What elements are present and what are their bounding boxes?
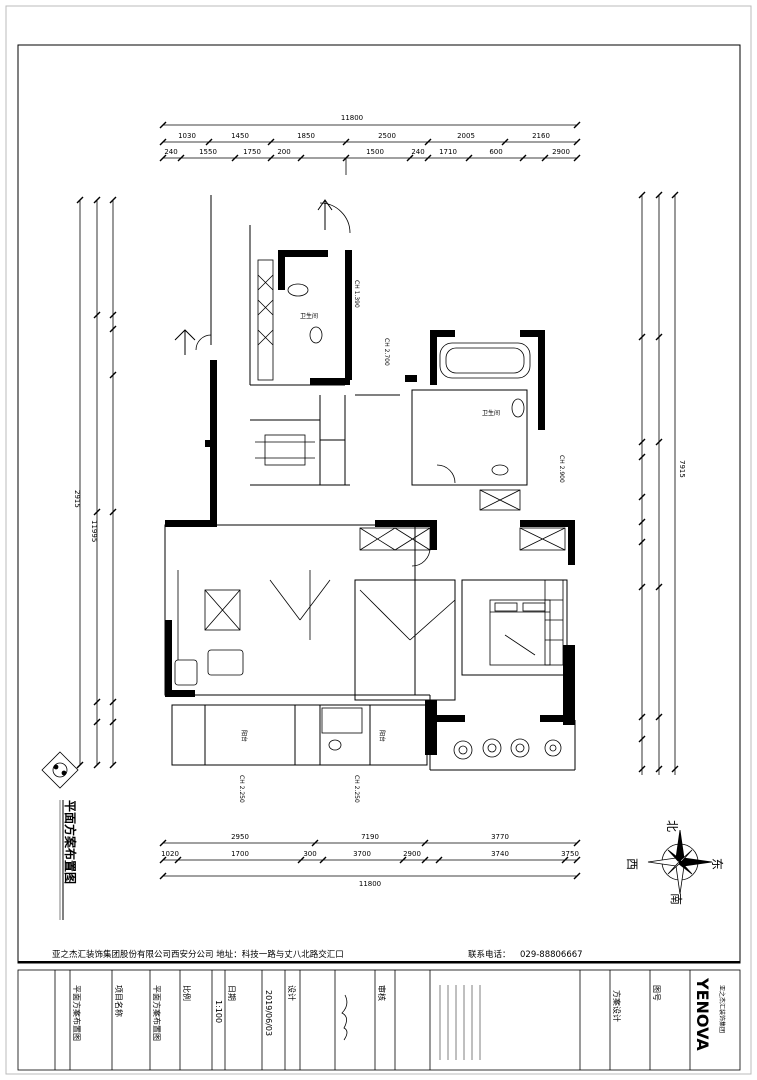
floor-plan: 卫生间 卫生间 阳台 阳台 CH 1.390 CH 2.700 CH 2.900…: [164, 195, 576, 803]
tb-scale: 1:100: [214, 1000, 223, 1023]
compass-north: 北: [665, 820, 679, 832]
bottom-dim: 3700: [353, 850, 371, 858]
top-dim: 2005: [457, 132, 475, 140]
top-dim: 2500: [378, 132, 396, 140]
compass-west: 西: [625, 858, 639, 870]
tb-project: 平面方案布置图: [152, 985, 162, 1041]
brand-subtitle: 亚之杰汇装饰集团: [718, 985, 726, 1033]
tb-date-label: 日期: [227, 985, 236, 1001]
bottom-dim: 2950: [231, 833, 249, 841]
compass-east: 东: [710, 858, 724, 870]
drawing-frame: [17, 44, 741, 964]
bottom-overall-dim: 11800: [359, 880, 381, 888]
right-overall-dim: 7915: [678, 460, 686, 478]
room-label: 卫生间: [300, 312, 318, 320]
legal-fine-print: [439, 985, 481, 1060]
top-dim: 1450: [231, 132, 249, 140]
ceiling-note: CH 2.250: [238, 775, 245, 803]
signature-designer: [341, 994, 348, 1041]
north-symbol-small-icon: [41, 751, 79, 789]
tb-stage: 方案设计: [612, 990, 622, 1022]
top-dim: 240: [164, 148, 177, 156]
ceiling-note: CH 2.900: [558, 455, 565, 483]
drawing-title: 平面方案布置图: [63, 800, 78, 884]
right-dimension-chains: [638, 191, 679, 775]
tb-sheet-label: 图号: [652, 985, 661, 1001]
top-dim: 1500: [366, 148, 384, 156]
tb-designer-label: 设计: [287, 985, 297, 1001]
brand-logo: YENOVA: [693, 977, 712, 1051]
ceiling-note: CH 2.700: [383, 338, 390, 366]
compass-rose-icon: [647, 829, 713, 895]
tb-drawing-name: 平面方案布置图: [72, 985, 82, 1041]
left-overall-dim: 11995: [90, 520, 98, 542]
top-dim: 1550: [199, 148, 217, 156]
top-dim: 2900: [552, 148, 570, 156]
top-overall-dim: 11800: [341, 114, 363, 122]
tb-date: 2019/06/03: [264, 990, 273, 1036]
tb-scale-label: 比例: [182, 985, 192, 1001]
left-dimension-chains: [76, 196, 117, 769]
title-block: [17, 969, 741, 1071]
bottom-dim: 1020: [161, 850, 179, 858]
bottom-dim: 2900: [403, 850, 421, 858]
drawing-title-block-left: 平面方案布置图: [59, 800, 78, 920]
top-dimension-chains: [159, 121, 581, 175]
bottom-dim: 300: [303, 850, 316, 858]
bottom-dim: 3750: [561, 850, 579, 858]
tb-project-label: 项目名称: [114, 985, 124, 1017]
room-label: 阳台: [240, 730, 248, 742]
room-label: 卫生间: [482, 409, 500, 417]
top-dim: 2160: [532, 132, 550, 140]
top-dim: 200: [277, 148, 290, 156]
bottom-dimension-chains: [159, 839, 581, 880]
tb-checker-label: 审核: [377, 985, 387, 1001]
ceiling-note: CH 1.390: [353, 280, 360, 308]
ceiling-note: CH 2.250: [353, 775, 360, 803]
phone-label: 联系电话：: [468, 949, 511, 960]
phone-number: 029-88806667: [520, 950, 583, 960]
top-dim: 240: [411, 148, 424, 156]
bottom-dim: 1700: [231, 850, 249, 858]
top-dim: 1850: [297, 132, 315, 140]
top-dim: 1750: [243, 148, 261, 156]
top-dim: 1710: [439, 148, 457, 156]
bottom-dim: 3770: [491, 833, 509, 841]
company-address: 亚之杰汇装饰集团股份有限公司西安分公司 地址：科技一路与丈八北路交汇口: [52, 949, 344, 960]
top-dim: 1030: [178, 132, 196, 140]
top-dim: 600: [489, 148, 502, 156]
bottom-dim: 7190: [361, 833, 379, 841]
left-overall-dim: 2915: [73, 490, 81, 508]
room-label: 阳台: [378, 730, 386, 742]
compass-south: 南: [669, 893, 684, 905]
bottom-dim: 3740: [491, 850, 509, 858]
